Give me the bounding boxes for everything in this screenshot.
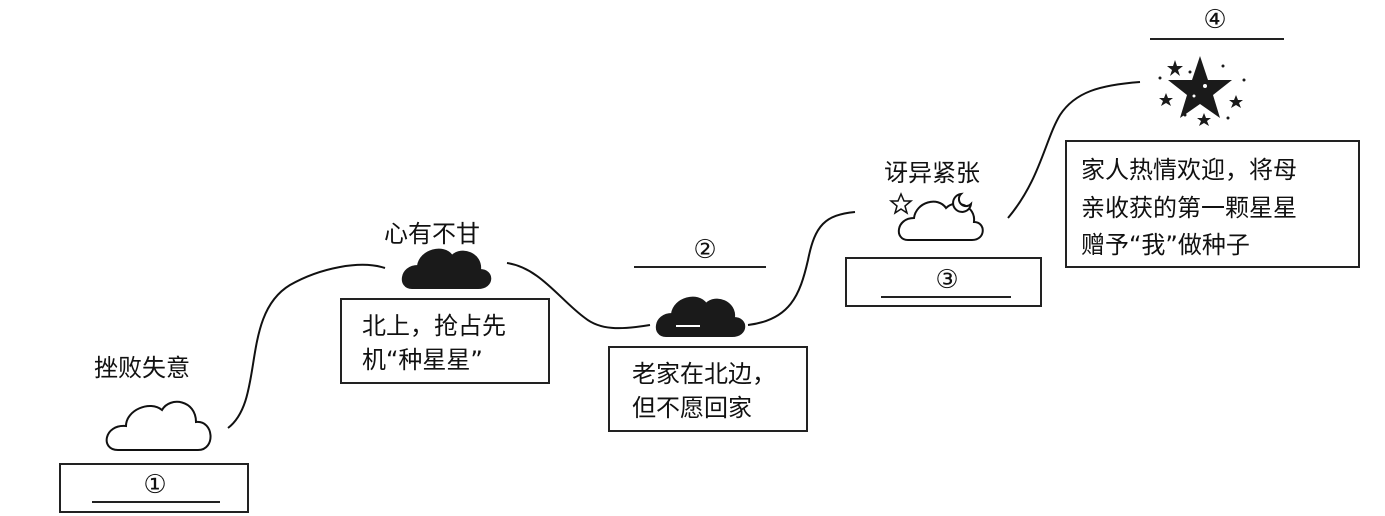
- event-box-3: 老家在北边， 但不愿回家: [608, 346, 808, 432]
- stars-icon: [1158, 56, 1246, 126]
- event-box-2: 北上，抢占先 机“种星星”: [340, 298, 550, 384]
- event-text-5-line-2: 亲收获的第一颗星星: [1081, 194, 1297, 222]
- stage-number-3: ③: [935, 265, 959, 295]
- dark-cloud-icon: [402, 248, 492, 289]
- path-segment-2: [506, 262, 651, 330]
- answer-blank-3[interactable]: [881, 296, 1011, 298]
- event-text-5-line-3: 赠予“我”做种子: [1081, 231, 1250, 259]
- star-highlights: [1192, 84, 1207, 98]
- event-text-2-line-1: 北上，抢占先: [362, 312, 506, 340]
- event-text-3-line-1: 老家在北边，: [632, 360, 776, 388]
- event-box-4: ③: [845, 257, 1042, 307]
- event-text-5-line-1: 家人热情欢迎，将母: [1081, 156, 1297, 184]
- path-segment-4: [1007, 81, 1141, 219]
- cloud-with-moon-and-star-icon: [888, 192, 984, 241]
- path-segment-3: [747, 211, 856, 326]
- feeling-label-4: 讶异紧张: [884, 159, 980, 187]
- answer-blank-1[interactable]: [92, 501, 220, 503]
- event-text-2-line-2: 机“种星星”: [362, 346, 483, 374]
- path-segment-1: [227, 263, 386, 429]
- answer-blank-2[interactable]: [634, 266, 766, 268]
- dark-cloud-icon: [656, 296, 746, 337]
- feeling-label-1: 挫败失意: [94, 354, 190, 382]
- outline-cloud-icon: [105, 401, 212, 451]
- event-text-3-line-2: 但不愿回家: [632, 394, 752, 422]
- stage-number-2: ②: [693, 235, 717, 265]
- feeling-label-2: 心有不甘: [384, 220, 480, 248]
- event-box-1: ①: [59, 463, 249, 513]
- event-box-5: 家人热情欢迎，将母 亲收获的第一颗星星 赠予“我”做种子: [1065, 140, 1360, 268]
- answer-blank-4[interactable]: [1150, 38, 1284, 40]
- stage-number-4: ④: [1203, 5, 1227, 35]
- stage-number-1: ①: [143, 470, 167, 500]
